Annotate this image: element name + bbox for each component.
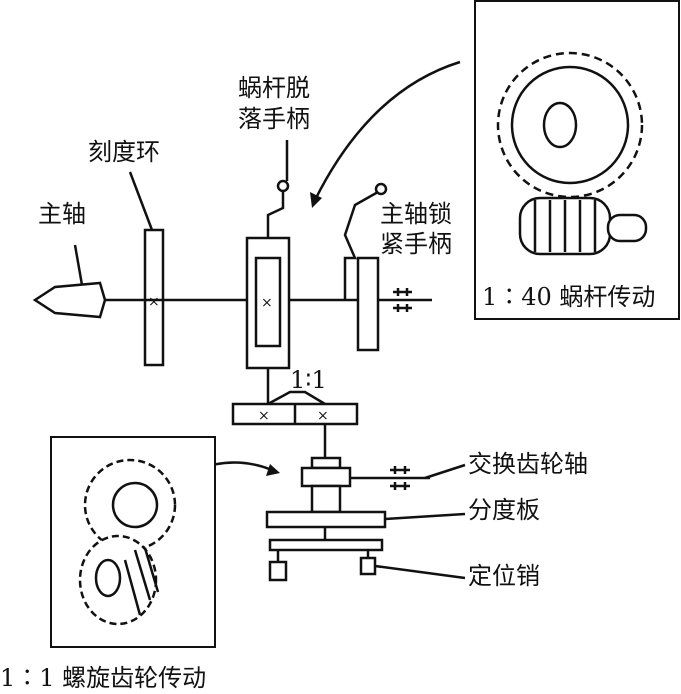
label-dial-ring: 刻度环 bbox=[88, 138, 160, 166]
caption-helical-drive: 1∶1 螺旋齿轮传动 bbox=[0, 664, 206, 692]
svg-text:×: × bbox=[261, 295, 273, 311]
spindle-leader bbox=[73, 244, 84, 286]
lock-handle bbox=[343, 190, 379, 300]
label-gear-ratio: 1∶1 bbox=[290, 366, 327, 394]
helical-gear-illustration bbox=[78, 458, 177, 626]
worm bbox=[254, 256, 282, 348]
worm-inset-arrow bbox=[313, 60, 461, 201]
dial-leader bbox=[128, 171, 154, 231]
worm-gear-illustration bbox=[496, 51, 648, 256]
index-plate-shape bbox=[265, 510, 387, 529]
pin-right bbox=[359, 556, 377, 576]
lock-plate bbox=[356, 256, 380, 352]
bevel-block bbox=[300, 466, 352, 488]
worm-handle bbox=[266, 192, 285, 238]
label-spindle: 主轴 bbox=[38, 200, 86, 228]
cross-mark: × bbox=[148, 294, 160, 310]
label-index-plate: 分度板 bbox=[468, 496, 540, 524]
pin-left bbox=[268, 560, 288, 582]
label-locating-pin: 定位销 bbox=[468, 562, 540, 590]
label-lock-2: 紧手柄 bbox=[380, 230, 452, 258]
dial-ring bbox=[143, 228, 165, 367]
label-change-gear-shaft: 交换齿轮轴 bbox=[468, 450, 588, 478]
spindle-nose bbox=[32, 281, 107, 319]
label-lock-1: 主轴锁 bbox=[380, 200, 452, 228]
bearing-symbol bbox=[393, 288, 412, 312]
caption-worm-drive: 1∶40 蜗杆传动 bbox=[482, 283, 655, 311]
svg-text:×: × bbox=[258, 408, 270, 424]
pin-carrier bbox=[268, 538, 384, 552]
label-worm-release-2: 落手柄 bbox=[238, 105, 310, 133]
ratio-bracket bbox=[267, 390, 326, 406]
svg-text:×: × bbox=[317, 408, 329, 424]
label-worm-release-1: 蜗杆脱 bbox=[238, 74, 310, 102]
